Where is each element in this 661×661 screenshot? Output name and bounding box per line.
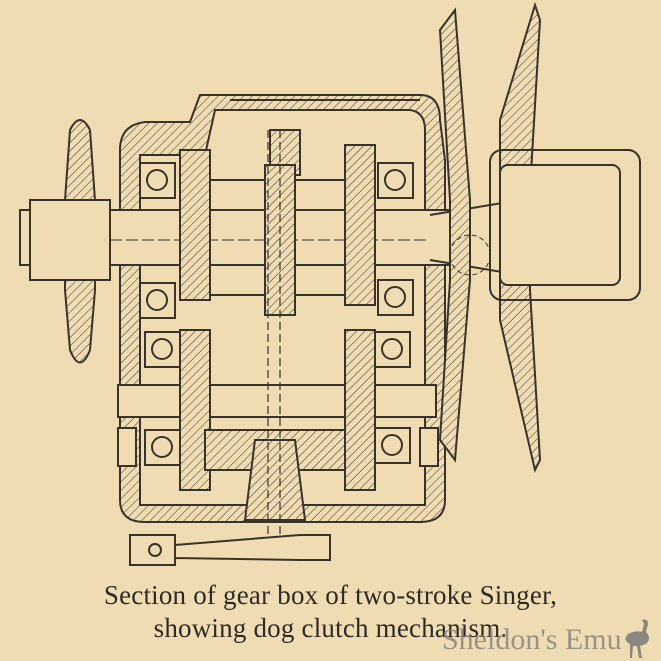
emu-logo-icon (625, 619, 649, 658)
caption-line-1: Section of gear box of two-stroke Singer… (103, 580, 558, 610)
layshaft-nut-left (117, 427, 137, 467)
caption-line-2: showing dog clutch mechanism. (153, 613, 508, 643)
gear-right-upper (344, 144, 376, 306)
layshaft-nut-right (419, 427, 439, 467)
gear-right-lower (344, 329, 376, 491)
sprocket-hub (29, 199, 111, 281)
gear-left-upper (179, 149, 211, 301)
bearings (139, 162, 414, 466)
watermark: Sheldon's Emu (442, 623, 622, 656)
pulley-hub (489, 149, 641, 301)
pulley-flange-left (438, 7, 471, 463)
top-cover (230, 99, 420, 176)
clutch-lever (129, 534, 331, 566)
layshaft (117, 384, 437, 418)
